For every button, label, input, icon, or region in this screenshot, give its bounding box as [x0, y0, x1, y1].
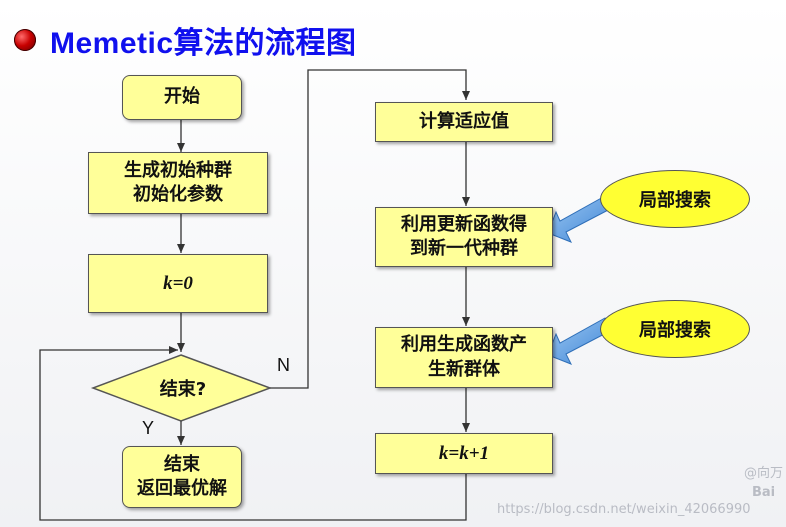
local-search-ellipse-1: 局部搜索: [600, 170, 750, 228]
generate-node-line1: 利用生成函数产: [401, 334, 527, 356]
generate-node-line2: 生新群体: [428, 358, 500, 380]
arrow-loop-back: [39, 346, 467, 521]
decision-label: 结束?: [159, 379, 207, 400]
start-node-label: 开始: [164, 86, 200, 108]
update-node-line2: 到新一代种群: [410, 238, 518, 259]
local-search-ellipse-2: 局部搜索: [600, 300, 750, 358]
title-row: Memetic算法的流程图: [14, 18, 357, 62]
watermark-url: https://blog.csdn.net/weixin_42066990: [497, 502, 751, 517]
end-node-line2: 返回最优解: [137, 478, 227, 499]
yes-label: Y: [142, 418, 155, 438]
increment-node-label: k=k+1: [438, 442, 490, 464]
watermark-at: @向万: [744, 466, 784, 481]
watermark-bai: Bai: [752, 485, 776, 500]
arrow-no-path: [270, 69, 470, 389]
local-search-2-label: 局部搜索: [639, 320, 711, 341]
page-title: Memetic算法的流程图: [50, 27, 357, 60]
end-node-line1: 结束: [164, 453, 200, 475]
start-node: 开始: [122, 75, 242, 120]
bullet-icon: [14, 29, 36, 51]
init-node-line1: 生成初始种群: [124, 159, 232, 181]
increment-node: k=k+1: [375, 433, 553, 474]
fitness-node-label: 计算适应值: [419, 110, 509, 132]
update-node: 利用更新函数得 到新一代种群: [375, 207, 553, 267]
k0-node: k=0: [88, 254, 268, 313]
generate-node: 利用生成函数产 生新群体: [375, 327, 553, 388]
local-search-arrow-1: [547, 195, 613, 243]
end-node: 结束 返回最优解: [122, 446, 242, 508]
local-search-1-label: 局部搜索: [639, 190, 711, 211]
fitness-node: 计算适应值: [375, 102, 553, 142]
init-node-line2: 初始化参数: [133, 184, 223, 205]
update-node-line1: 利用更新函数得: [401, 213, 527, 235]
no-label: N: [277, 355, 290, 375]
init-node: 生成初始种群 初始化参数: [88, 152, 268, 214]
k0-node-label: k=0: [163, 272, 193, 294]
